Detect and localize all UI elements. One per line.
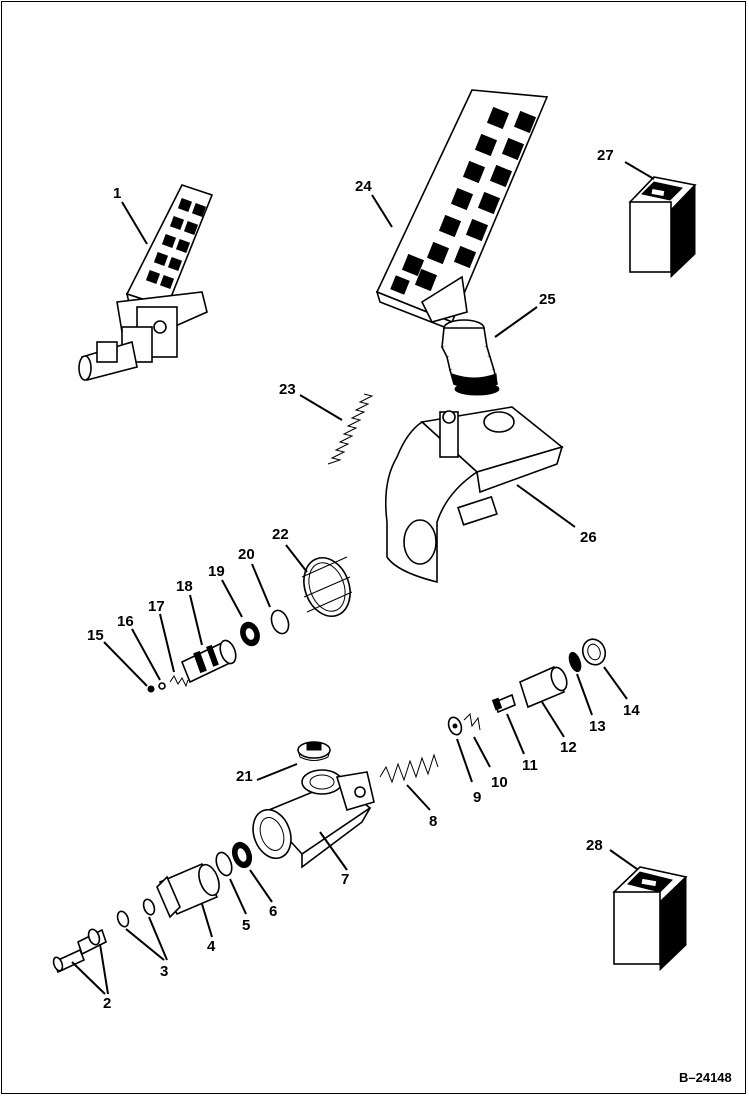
cup-22 <box>301 556 353 617</box>
callout-2: 2 <box>103 995 111 1012</box>
leader-line-16 <box>131 628 161 681</box>
rubber-boot <box>441 319 500 396</box>
callout-1: 1 <box>113 185 121 202</box>
spring-17 <box>169 675 189 688</box>
leader-line-1 <box>121 201 148 245</box>
leader-line-3b <box>125 928 165 961</box>
callout-17: 17 <box>148 598 165 615</box>
sleeve-12 <box>519 665 568 709</box>
leader-line-22 <box>285 544 308 573</box>
washer-15 <box>147 685 155 693</box>
spring-10 <box>463 712 481 731</box>
leader-line-12 <box>541 701 565 738</box>
leader-line-9 <box>456 738 473 783</box>
callout-22: 22 <box>272 526 289 543</box>
callout-3: 3 <box>160 963 168 980</box>
master-cylinder-body <box>252 769 375 869</box>
callout-11: 11 <box>522 757 538 774</box>
ring-5 <box>215 851 233 877</box>
callout-12: 12 <box>560 739 577 756</box>
callout-28: 28 <box>586 837 603 854</box>
pedal-bracket <box>384 406 564 584</box>
leader-line-13 <box>576 673 593 716</box>
callout-9: 9 <box>473 789 481 806</box>
piston-18 <box>180 639 237 684</box>
small-pedal-assembly <box>78 184 214 381</box>
leader-line-14 <box>603 666 628 700</box>
seal-19 <box>240 621 260 647</box>
callout-18: 18 <box>176 578 193 595</box>
leader-line-4 <box>201 903 213 938</box>
leader-line-8 <box>406 784 431 811</box>
leader-line-11 <box>506 713 525 755</box>
bolts-2 <box>52 928 107 974</box>
spring-23 <box>327 393 374 465</box>
leader-line-7 <box>319 831 348 871</box>
decal-block-28 <box>612 866 688 972</box>
callout-20: 20 <box>238 546 255 563</box>
leader-line-5 <box>229 878 247 915</box>
callout-19: 19 <box>208 563 225 580</box>
leader-line-28 <box>609 849 638 870</box>
spring-8 <box>379 753 439 784</box>
callout-27: 27 <box>597 147 614 164</box>
callout-21: 21 <box>236 768 253 785</box>
valve-11 <box>491 693 516 714</box>
callout-26: 26 <box>580 529 597 546</box>
leader-line-6 <box>249 869 273 903</box>
leader-line-19 <box>221 579 243 618</box>
callout-8: 8 <box>429 813 437 830</box>
leader-line-24 <box>371 194 393 228</box>
large-pedal <box>375 89 549 334</box>
callout-6: 6 <box>269 903 277 920</box>
figure-reference: B–24148 <box>679 1070 732 1085</box>
nut-4 <box>156 862 220 919</box>
seal-6 <box>231 841 253 869</box>
callout-25: 25 <box>539 291 556 308</box>
leader-line-18 <box>189 594 203 646</box>
leader-line-21 <box>256 763 298 781</box>
reservoir-cap-21 <box>297 741 331 761</box>
callout-4: 4 <box>207 938 216 955</box>
leader-line-26 <box>516 484 576 528</box>
leader-line-10 <box>473 736 491 768</box>
leader-line-23 <box>299 394 343 421</box>
callout-7: 7 <box>341 871 349 888</box>
callout-16: 16 <box>117 613 134 630</box>
leader-line-15 <box>103 641 148 687</box>
leader-line-27 <box>624 161 655 180</box>
washers-3 <box>116 898 156 928</box>
callout-15: 15 <box>87 627 104 644</box>
washer-9 <box>447 716 463 736</box>
leader-line-17 <box>159 613 175 673</box>
leader-line-2b <box>99 943 109 995</box>
leader-line-20 <box>251 563 271 608</box>
callout-23: 23 <box>279 381 296 398</box>
decal-block-27 <box>628 176 697 279</box>
callout-13: 13 <box>589 718 606 735</box>
cap-14 <box>581 638 607 666</box>
callout-24: 24 <box>355 178 372 195</box>
leader-line-25 <box>494 306 538 338</box>
callout-10: 10 <box>491 774 508 791</box>
leader-line-2a <box>71 961 106 995</box>
ring-13 <box>568 651 582 673</box>
leader-line-3a <box>148 916 168 961</box>
ball-16 <box>158 682 166 690</box>
ring-20 <box>270 609 290 635</box>
callout-5: 5 <box>242 917 250 934</box>
callout-14: 14 <box>623 702 640 719</box>
